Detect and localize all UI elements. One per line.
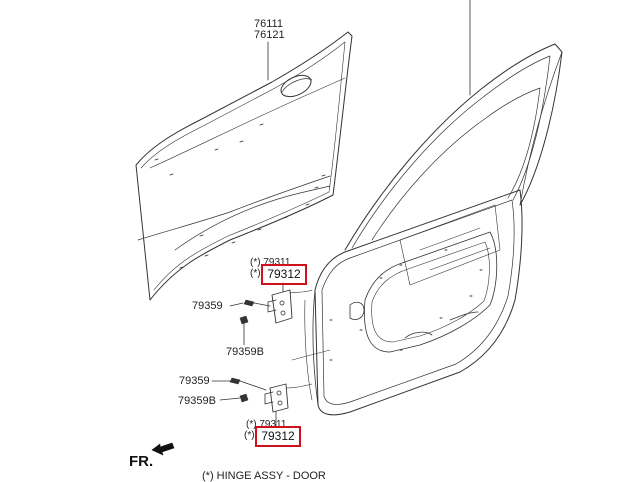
part-label-79311-upper: (*) 79311: [250, 257, 291, 268]
part-label-79359b-lower: 79359B: [178, 395, 216, 407]
part-label-79359-upper: 79359: [192, 300, 223, 312]
part-label-79359-lower: 79359: [179, 375, 210, 387]
upper-bolt-b-icon: [239, 315, 249, 346]
asterisk-upper: (*): [250, 268, 261, 279]
upper-hinge: [267, 289, 313, 324]
part-label-79359b-upper: 79359B: [226, 346, 264, 358]
highlight-79312-upper: 79312: [261, 264, 307, 285]
part-label-79312-lower: 79312: [261, 429, 295, 443]
highlight-79312-lower: 79312: [255, 426, 301, 447]
upper-bolt-icon: [243, 299, 271, 307]
part-label-76111: 76111: [254, 18, 283, 30]
lower-bolt-b-icon: [219, 393, 249, 403]
front-arrow-icon: [151, 442, 175, 456]
legend-hinge-assy: (*) HINGE ASSY - DOOR: [202, 470, 326, 482]
part-label-79311-lower: (*) 79311: [246, 419, 287, 430]
door-inner-frame: [304, 43, 563, 416]
part-label-76121: 76121: [254, 29, 285, 41]
lower-bolt-icon: [229, 377, 267, 391]
front-indicator-label: FR.: [129, 453, 154, 470]
part-label-79312-upper: 79312: [267, 267, 301, 281]
lower-hinge: [264, 383, 313, 413]
door-outer-panel: [135, 31, 353, 301]
asterisk-lower: (*): [244, 430, 255, 441]
